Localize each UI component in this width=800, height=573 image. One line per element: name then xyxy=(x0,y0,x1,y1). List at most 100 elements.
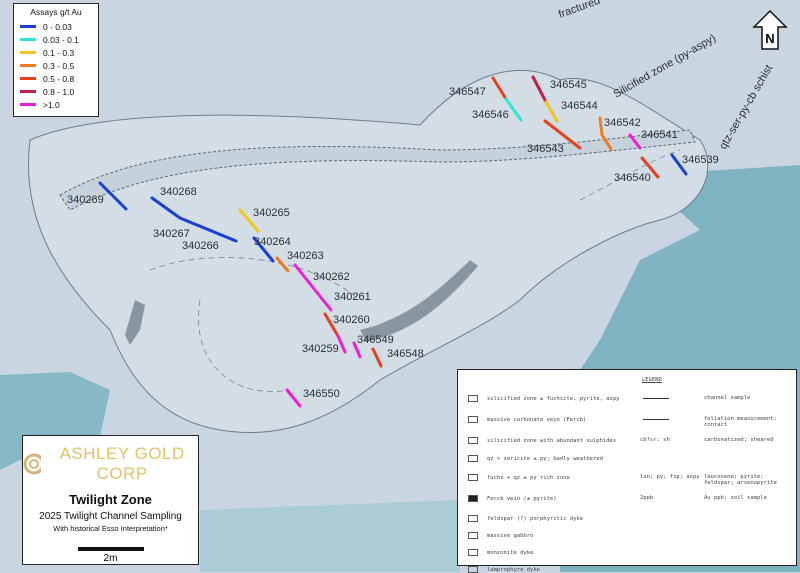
sample-label: 340264 xyxy=(254,236,291,248)
channel-sample-346544 xyxy=(544,100,559,123)
pattern-swatch-icon xyxy=(468,416,478,423)
color-swatch xyxy=(20,51,36,54)
pattern-swatch-icon xyxy=(468,532,478,539)
geo-legend-item: massive gabbro xyxy=(468,532,533,539)
color-swatch xyxy=(20,103,36,106)
annotation-fractured: fractured xyxy=(557,0,602,21)
pattern-swatch-icon xyxy=(468,549,478,556)
geology-legend-title: LEGEND xyxy=(642,377,662,383)
foliation-symbol-icon xyxy=(643,419,669,420)
sample-label: 340263 xyxy=(287,250,324,262)
assay-legend-item: >1.0 xyxy=(20,98,92,111)
sample-label: 340262 xyxy=(313,271,350,283)
geo-legend-item: qz + sericite ± py; badly weathered xyxy=(468,455,603,462)
sample-label: 346542 xyxy=(604,117,641,129)
sample-label: 340266 xyxy=(182,240,219,252)
channel-sample-340259 xyxy=(336,334,347,354)
geo-legend-abbrev: 2ppb xyxy=(640,495,654,501)
contacts xyxy=(149,149,681,392)
geo-legend-item: feldspar (?) porphyritic dyke xyxy=(468,515,583,522)
geo-legend-label: feldspar (?) porphyritic dyke xyxy=(487,515,584,522)
channel-sample-346540 xyxy=(640,156,660,179)
sample-label: 346546 xyxy=(472,109,509,121)
assay-range-label: 0.1 - 0.3 xyxy=(43,47,75,58)
scale-bar xyxy=(77,547,144,551)
gabbro-blob xyxy=(125,300,145,345)
title-box: ASHLEY GOLD CORP Twilight Zone 2025 Twil… xyxy=(22,435,199,565)
sample-label: 340265 xyxy=(253,207,290,219)
assay-range-label: 0.03 - 0.1 xyxy=(43,34,79,45)
geo-legend-item: massive carbonate vein (Fercb) xyxy=(468,416,586,423)
assay-legend-item: 0.5 - 0.8 xyxy=(20,72,92,85)
sample-label: 346548 xyxy=(387,348,424,360)
pattern-swatch-icon xyxy=(468,495,478,502)
geo-legend-label: Fercb vein (± pyrite) xyxy=(487,495,557,502)
assay-range-label: 0.8 - 1.0 xyxy=(43,86,75,97)
color-swatch xyxy=(20,38,36,41)
geo-legend-label: silicified zone with abundant sulphides xyxy=(487,437,617,444)
water-bottom xyxy=(200,500,460,572)
channel-sample-346545 xyxy=(531,75,548,104)
sample-label: 340267 xyxy=(153,228,190,240)
sample-label: 346550 xyxy=(303,388,340,400)
map-note: With historical Esso Interpretation* xyxy=(53,524,168,533)
assay-legend-item: 0.8 - 1.0 xyxy=(20,85,92,98)
annotation-silicified: Silicified zone (py-aspy) xyxy=(612,32,719,100)
channel-sample-346546 xyxy=(504,97,523,122)
annotation-schist: qtz-ser-py-cb schist xyxy=(717,63,775,152)
channel-sample-346539 xyxy=(670,153,688,176)
geo-legend-desc: Au ppb; soil sample xyxy=(704,495,767,501)
sample-label: 346544 xyxy=(561,100,598,112)
geo-legend-item: silicified zone ± fuchsite, pyrite, aspy xyxy=(468,395,619,402)
color-swatch xyxy=(20,64,36,67)
assay-legend-title: Assays g/t Au xyxy=(30,7,82,17)
geo-legend-label: massive carbonate vein (Fercb) xyxy=(487,416,587,423)
map-subtitle: 2025 Twilight Channel Sampling xyxy=(39,511,182,522)
geo-legend-desc: foliation measurement; contact xyxy=(704,416,777,428)
channel-sample-340264 xyxy=(252,236,275,263)
geo-legend-desc: channel sample xyxy=(704,395,751,401)
channel-sample-346550 xyxy=(285,388,302,408)
pattern-swatch-icon xyxy=(468,515,478,522)
sample-label: 346540 xyxy=(614,172,651,184)
company-name: ASHLEY GOLD CORP xyxy=(59,444,185,483)
map-title: Twilight Zone xyxy=(69,492,152,507)
color-swatch xyxy=(20,77,36,80)
assay-range-label: 0.5 - 0.8 xyxy=(43,73,75,84)
swirl-logo-icon xyxy=(23,453,42,475)
geo-legend-item: Fercb vein (± pyrite) xyxy=(468,495,557,502)
assay-legend-item: 0 - 0.03 xyxy=(20,20,92,33)
assay-legend-item: 0.1 - 0.3 xyxy=(20,46,92,59)
channel-sample-340263 xyxy=(275,256,290,273)
geo-legend-label: qz + sericite ± py; badly weathered xyxy=(487,455,603,462)
channel-sample-340262 xyxy=(293,263,333,312)
north-arrow: N xyxy=(752,9,788,51)
geo-legend-item: fuchs + qz ± py rich zone xyxy=(468,474,570,481)
channel-sample-346541 xyxy=(628,133,642,150)
geo-legend-label: monzonite dyke xyxy=(487,549,534,556)
geo-legend-abbrev: lxn; py; fsp; aspy xyxy=(640,474,700,480)
sample-label: 346543 xyxy=(527,143,564,155)
color-swatch xyxy=(20,25,36,28)
sample-label: 346541 xyxy=(641,129,678,141)
geo-legend-item: monzonite dyke xyxy=(468,549,533,556)
assay-legend: Assays g/t Au 0 - 0.03 0.03 - 0.1 0.1 - 0.… xyxy=(13,3,99,117)
channel-sample-symbol-icon xyxy=(643,398,669,399)
sample-label: 346549 xyxy=(357,334,394,346)
geo-legend-desc: carbonatized; sheared xyxy=(704,437,774,443)
geology-legend: LEGEND silicified zone ± fuchsite, pyrit… xyxy=(457,369,797,573)
scale-label: 2m xyxy=(103,553,118,564)
sample-label: 340261 xyxy=(334,291,371,303)
silicified-band xyxy=(59,129,696,211)
channel-sample-340269 xyxy=(98,181,128,211)
geo-legend-label: lamprophyre dyke xyxy=(487,566,540,573)
north-label: N xyxy=(765,31,774,46)
geo-legend-item: silicified zone with abundant sulphides xyxy=(468,437,616,444)
pattern-swatch-icon xyxy=(468,474,478,481)
channel-sample-340265 xyxy=(238,208,260,233)
channel-sample-340268 xyxy=(150,196,238,243)
geo-legend-label: fuchs + qz ± py rich zone xyxy=(487,474,570,481)
sample-label: 340260 xyxy=(333,314,370,326)
sample-label: 346539 xyxy=(682,154,719,166)
assay-range-label: 0 - 0.03 xyxy=(43,21,72,32)
